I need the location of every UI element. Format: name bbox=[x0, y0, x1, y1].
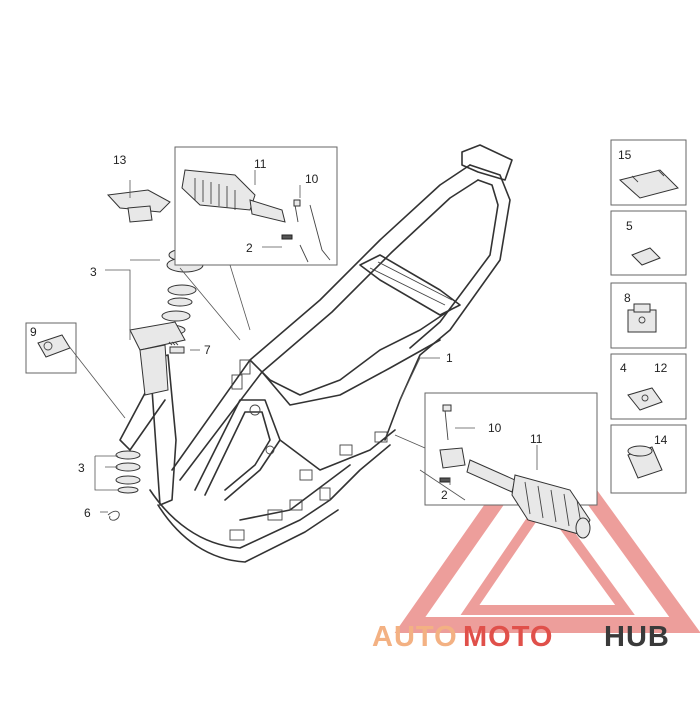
main-frame bbox=[119, 144, 513, 563]
side-box-8 bbox=[610, 282, 687, 349]
callout-2-lower: 2 bbox=[441, 488, 448, 502]
watermark-logo bbox=[394, 418, 700, 633]
leader-lines bbox=[67, 170, 538, 513]
clip-part bbox=[107, 510, 120, 521]
side-box-15 bbox=[610, 139, 687, 206]
watermark-hub: HUB bbox=[604, 621, 670, 653]
callout-3-lower: 3 bbox=[78, 461, 85, 475]
callout-1: 1 bbox=[446, 351, 453, 365]
side-box-5-label: 5 bbox=[626, 219, 633, 233]
side-box-14-label: 14 bbox=[654, 433, 668, 447]
side-box-8-label: 8 bbox=[624, 291, 631, 305]
lower-footrest-inset bbox=[424, 392, 598, 539]
watermark-moto: MOTO bbox=[463, 621, 553, 653]
bolt-part bbox=[168, 341, 185, 354]
callout-10-upper: 10 bbox=[305, 172, 319, 186]
side-box-15-label: 15 bbox=[618, 148, 632, 162]
callout-6: 6 bbox=[84, 506, 91, 520]
callout-10-lower: 10 bbox=[488, 421, 502, 435]
callout-9: 9 bbox=[30, 325, 37, 339]
side-box-12-label: 12 bbox=[654, 361, 668, 375]
callout-11-lower: 11 bbox=[530, 432, 543, 446]
watermark-text: AUTO MOTO HUB bbox=[372, 621, 670, 653]
lower-bearing-set bbox=[115, 450, 141, 494]
callout-11-upper: 11 bbox=[254, 157, 267, 171]
top-cover-part bbox=[106, 189, 171, 223]
side-box-14 bbox=[610, 424, 687, 494]
callout-3-upper: 3 bbox=[90, 265, 97, 279]
callout-13: 13 bbox=[113, 153, 127, 167]
upper-footrest-inset bbox=[174, 146, 338, 266]
callout-7: 7 bbox=[204, 343, 211, 357]
side-box-4-12 bbox=[610, 353, 687, 420]
callout-labels: 13 3 9 7 3 6 11 10 2 1 10 11 2 15 5 8 4 … bbox=[30, 148, 668, 520]
part-9-box bbox=[25, 322, 77, 374]
callout-2-upper: 2 bbox=[246, 241, 253, 255]
side-box-5 bbox=[610, 210, 687, 276]
steering-bearing-set bbox=[129, 248, 204, 396]
watermark-auto: AUTO bbox=[372, 621, 458, 653]
footrest-peg-upper bbox=[181, 169, 286, 223]
side-box-4-label: 4 bbox=[620, 361, 627, 375]
